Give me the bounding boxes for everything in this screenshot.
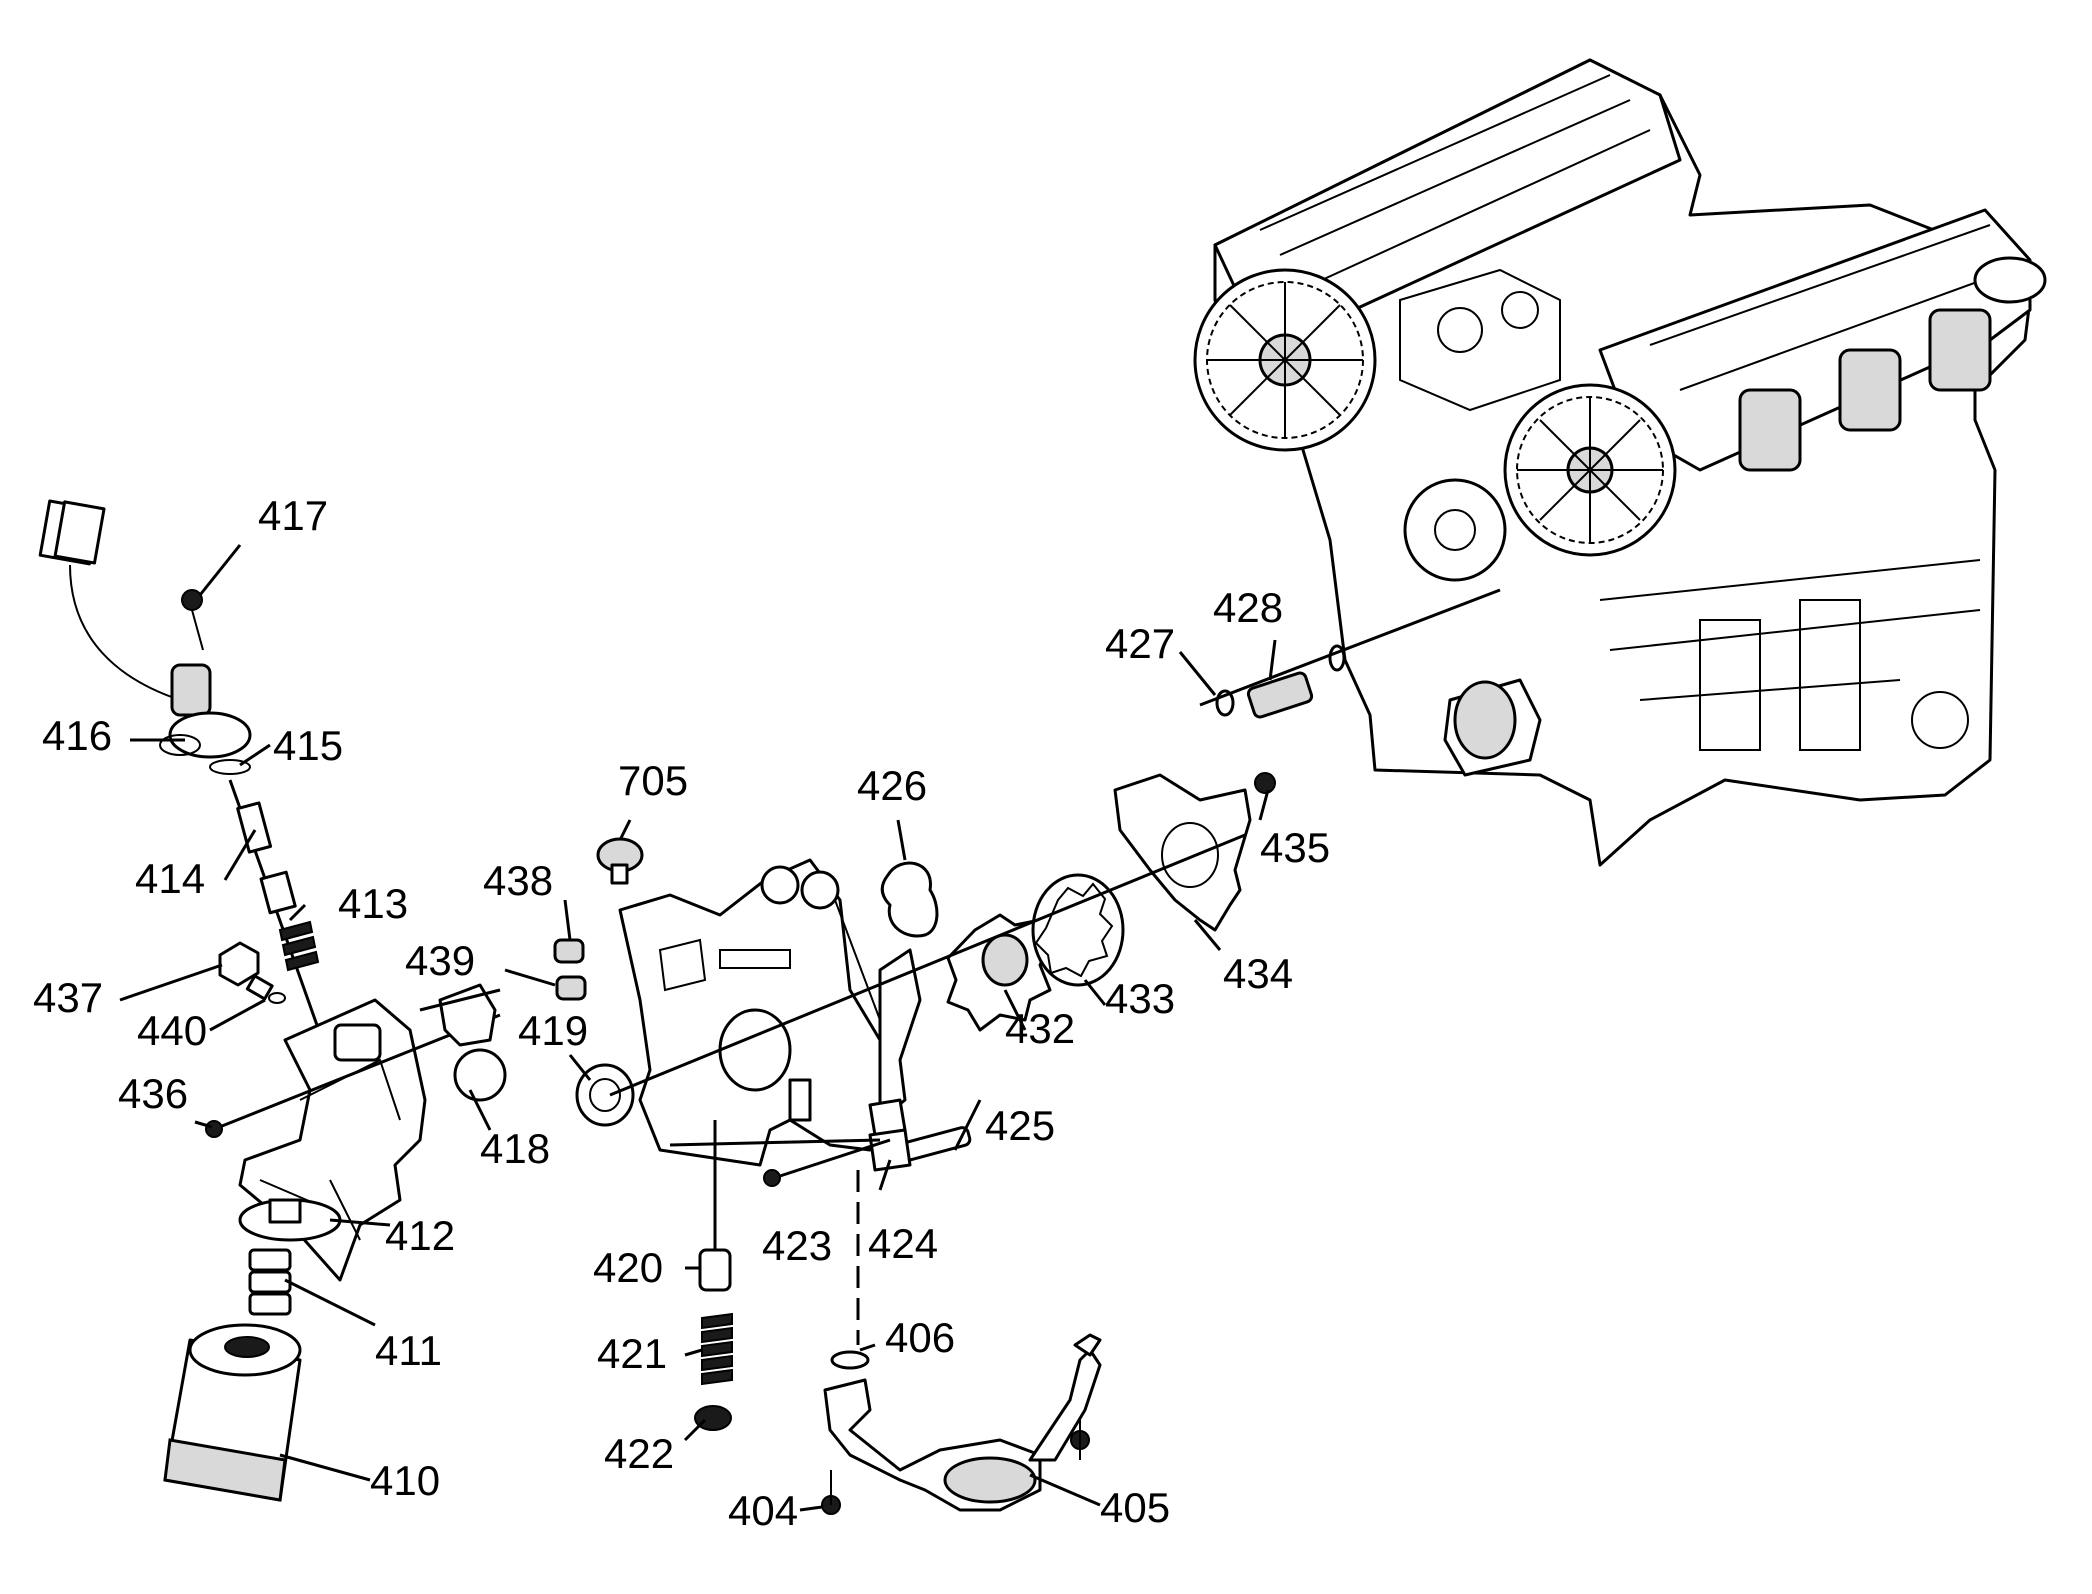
callout-440: 440 (137, 1007, 207, 1054)
engine-assembly (1193, 58, 2047, 867)
pickup-tube-405 (823, 1333, 1102, 1512)
gear-432 (946, 913, 1052, 1032)
relief-valve-stack (694, 1120, 733, 1431)
callout-705: 705 (618, 757, 688, 804)
filter-adapter-412 (238, 998, 427, 1282)
callout-426: 426 (857, 762, 927, 809)
callout-437: 437 (33, 974, 103, 1021)
callout-412: 412 (385, 1212, 455, 1259)
callout-434: 434 (1223, 950, 1293, 997)
callout-416: 416 (42, 712, 112, 759)
plug-418 (419, 983, 507, 1102)
callout-419: 419 (518, 1007, 588, 1054)
oil-filter-410 (163, 1323, 302, 1502)
callout-414: 414 (135, 855, 205, 902)
callout-433: 433 (1105, 975, 1175, 1022)
plugs-438-439 (553, 938, 587, 1001)
callout-438: 438 (483, 857, 553, 904)
callout-428: 428 (1213, 584, 1283, 631)
callout-420: 420 (593, 1244, 663, 1291)
callout-435: 435 (1260, 824, 1330, 871)
callout-410: 410 (370, 1457, 440, 1504)
oil-sender-437 (218, 941, 286, 1004)
callout-418: 418 (480, 1125, 550, 1172)
callout-423: 423 (762, 1222, 832, 1269)
leader-lines (119, 544, 1277, 1512)
callout-424: 424 (868, 1220, 938, 1267)
callout-436: 436 (118, 1070, 188, 1117)
relief-valve-424 (669, 1098, 912, 1172)
callout-425: 425 (985, 1102, 1055, 1149)
nipple-411 (248, 1248, 292, 1316)
callout-411: 411 (375, 1327, 442, 1374)
o-ring-406 (830, 1350, 870, 1370)
callout-417: 417 (258, 492, 328, 539)
callout-404: 404 (728, 1487, 798, 1534)
callout-421: 421 (597, 1330, 667, 1377)
callout-405: 405 (1100, 1484, 1170, 1531)
bolt-404 (821, 1470, 841, 1515)
rotor-433 (1031, 873, 1125, 987)
sensor-705 (596, 837, 644, 885)
callout-406: 406 (885, 1314, 955, 1361)
bolt-423 (763, 1138, 891, 1187)
sensor-assembly (38, 499, 252, 775)
oil-pump-cover (618, 858, 882, 1167)
callout-415: 415 (273, 722, 343, 769)
callout-422: 422 (604, 1430, 674, 1477)
callout-labels: 417 416 415 414 413 437 440 436 412 411 … (33, 492, 1330, 1534)
callout-432: 432 (1005, 1005, 1075, 1052)
seal-419 (575, 1063, 635, 1127)
pump-axis-line (609, 833, 1246, 1097)
fitting-428 (1199, 588, 1501, 719)
callout-439: 439 (405, 937, 475, 984)
gasket-426 (880, 861, 939, 938)
callout-427: 427 (1105, 620, 1175, 667)
callout-413: 413 (338, 880, 408, 927)
cover-plate-434 (1113, 772, 1276, 932)
